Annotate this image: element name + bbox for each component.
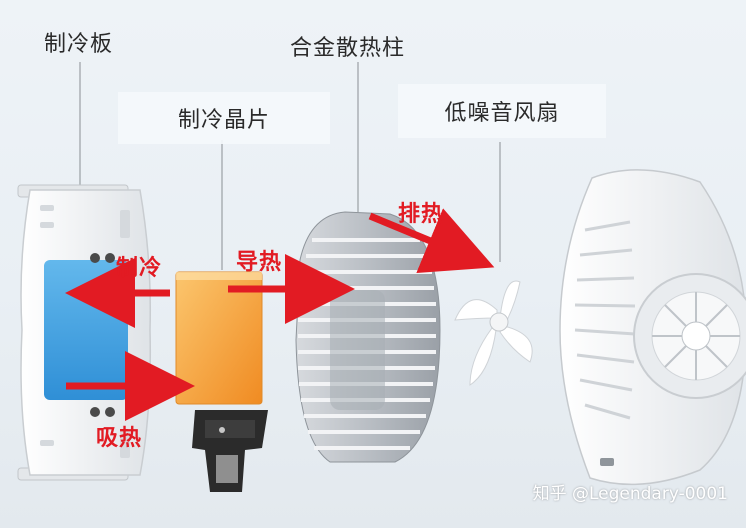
arrow-exhaust <box>368 208 495 273</box>
leader-lines <box>79 62 501 270</box>
housing <box>559 169 746 486</box>
conduction-flow-label: 导热 <box>236 250 283 275</box>
tec-chip <box>175 271 263 405</box>
absorb-flow-label: 吸热 <box>96 426 143 451</box>
watermark: 知乎 @Legendary-0001 <box>532 484 728 504</box>
fan <box>454 280 533 386</box>
heatsink <box>295 211 441 463</box>
heatsink-label: 合金散热柱 <box>290 36 406 61</box>
flow-arrows <box>65 208 495 421</box>
fan-label: 低噪音风扇 <box>398 84 606 138</box>
control-board <box>192 410 268 492</box>
cooling-flow-label: 制冷 <box>116 256 163 281</box>
exhaust-flow-label: 排热 <box>398 202 445 227</box>
tec-chip-label: 制冷晶片 <box>118 92 330 144</box>
cold-plate-label: 制冷板 <box>44 32 114 57</box>
housing-vents <box>574 220 636 420</box>
